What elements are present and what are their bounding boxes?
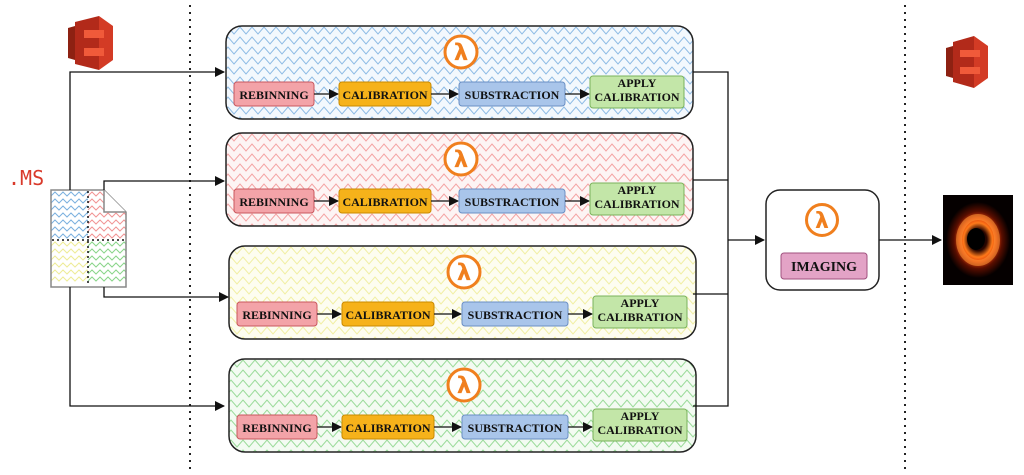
stage-substraction: SUBSTRACTION xyxy=(461,301,569,327)
stage-calibration: CALIBRATION xyxy=(338,188,432,214)
stage-label: SUBSTRACTION xyxy=(468,308,563,322)
document-file-icon xyxy=(50,189,127,288)
lambda-symbol: λ xyxy=(457,373,472,399)
lambda-symbol: λ xyxy=(815,209,829,234)
stage-substraction: SUBSTRACTION xyxy=(458,81,566,107)
stage-substraction: SUBSTRACTION xyxy=(461,414,569,440)
stage-rebinning: REBINNING xyxy=(233,81,315,107)
stage-label: SUBSTRACTION xyxy=(465,195,560,209)
stage-label: CALIBRATION xyxy=(594,90,679,104)
stage-rebinning: REBINNING xyxy=(236,414,318,440)
stage-label: CALIBRATION xyxy=(345,421,430,435)
stage-substraction: SUBSTRACTION xyxy=(458,188,566,214)
stage-label: CALIBRATION xyxy=(342,88,427,102)
stage-rebinning: REBINNING xyxy=(236,301,318,327)
stage-label: REBINNING xyxy=(239,195,308,209)
stage-label: APPLY xyxy=(621,296,660,310)
stage-label: REBINNING xyxy=(242,421,311,435)
output-storage-bucket-icon xyxy=(946,36,988,88)
output-connectors xyxy=(693,71,942,407)
stage-label: APPLY xyxy=(618,76,657,90)
lambda-function-icon: λ xyxy=(446,254,482,290)
imaging-stage-label: IMAGING xyxy=(791,260,857,275)
stage-label: CALIBRATION xyxy=(597,310,682,324)
input-file-label: .MS xyxy=(8,166,44,190)
stage-calibration: CALIBRATION xyxy=(338,81,432,107)
stage-label: SUBSTRACTION xyxy=(465,88,560,102)
lambda-symbol: λ xyxy=(454,147,469,173)
imaging-stage xyxy=(780,252,868,280)
imaging-function: λ IMAGING xyxy=(765,189,880,291)
stage-label: CALIBRATION xyxy=(594,197,679,211)
stage-label: CALIBRATION xyxy=(597,423,682,437)
stage-label: APPLY xyxy=(618,183,657,197)
lambda-symbol: λ xyxy=(454,40,469,66)
stage-label: SUBSTRACTION xyxy=(468,421,563,435)
lambda-symbol: λ xyxy=(457,260,472,286)
stage-label: CALIBRATION xyxy=(345,308,430,322)
stage-label: CALIBRATION xyxy=(342,195,427,209)
stage-calibration: CALIBRATION xyxy=(341,301,435,327)
stage-rebinning: REBINNING xyxy=(233,188,315,214)
black-hole-image xyxy=(943,195,1013,285)
lambda-function-icon: λ xyxy=(443,141,479,177)
stage-label: REBINNING xyxy=(239,88,308,102)
lambda-function-icon: λ xyxy=(446,367,482,403)
input-connectors xyxy=(69,67,229,411)
stage-calibration: CALIBRATION xyxy=(341,414,435,440)
lambda-function-icon: λ xyxy=(805,203,839,237)
input-storage-bucket-icon xyxy=(68,16,113,70)
stage-label: APPLY xyxy=(621,409,660,423)
stage-label: REBINNING xyxy=(242,308,311,322)
lambda-function-icon: λ xyxy=(443,34,479,70)
